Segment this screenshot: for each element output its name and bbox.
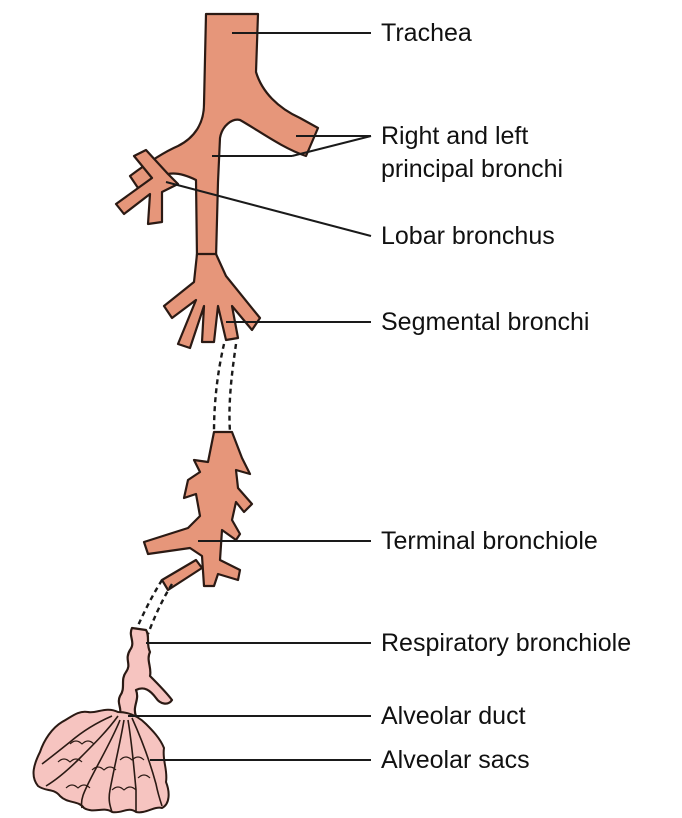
label-trachea: Trachea: [381, 17, 472, 50]
leader-lines: [128, 33, 371, 760]
label-lobar-bronchus: Lobar bronchus: [381, 220, 555, 253]
terminal-bronchiole-tree: [144, 432, 252, 590]
alveolar-sacs: [34, 710, 169, 813]
label-principal-bronchi-line1: Right and left: [381, 120, 528, 153]
label-alveolar-sacs: Alveolar sacs: [381, 744, 530, 777]
label-alveolar-duct: Alveolar duct: [381, 700, 526, 733]
dashed-continuation-upper: [214, 344, 236, 432]
respiratory-bronchiole: [118, 628, 172, 716]
segmental-bronchi: [164, 254, 260, 348]
label-segmental-bronchi: Segmental bronchi: [381, 306, 589, 339]
label-principal-bronchi-line2: principal bronchi: [381, 153, 563, 186]
label-terminal-bronchiole: Terminal bronchiole: [381, 525, 598, 558]
label-respiratory-bronchiole: Respiratory bronchiole: [381, 627, 631, 660]
